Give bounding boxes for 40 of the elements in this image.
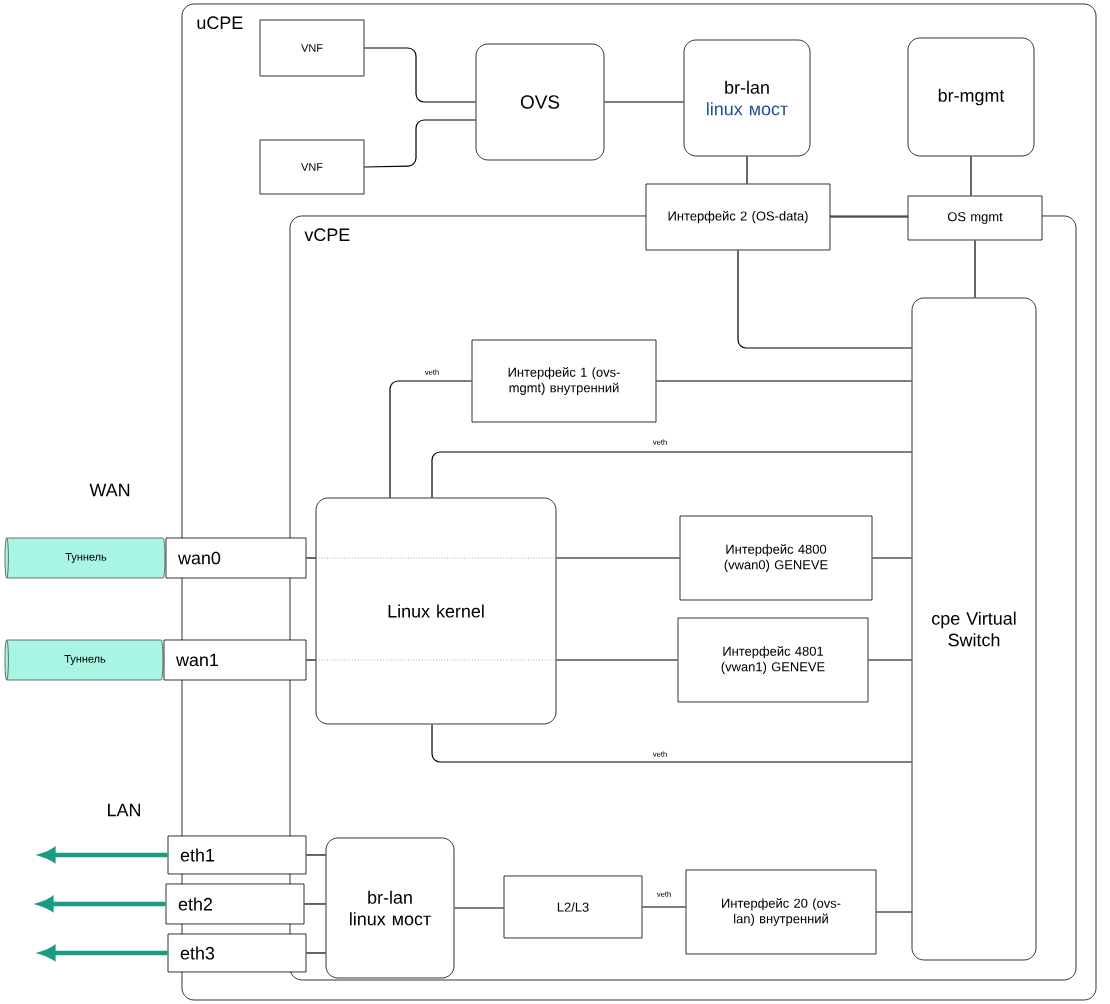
section-label: LAN [108,803,140,817]
port-box: wan1 [163,639,307,681]
port-box: eth3 [167,933,307,973]
connector-line [305,854,327,856]
connector-line [974,239,976,299]
connector-line [363,119,477,168]
connector-line [555,557,681,559]
component-box: cpe Virtual Switch [911,297,1037,961]
connector-line [431,723,913,763]
component-box: br-lan linux мост [683,39,811,157]
connector-line [389,380,473,499]
connector-line [867,659,913,661]
arrow [38,896,166,912]
arrow [40,847,168,863]
connector-line [305,952,327,954]
component-box: OVS [475,43,605,161]
connector-line [431,451,913,499]
connector-line [655,380,913,382]
port-box: eth2 [165,883,305,925]
connector-line [555,659,679,661]
connector-line [363,47,477,103]
connector-line [641,906,687,908]
connector-line [875,911,913,913]
connector-line [737,249,913,349]
connector-line [603,101,685,103]
section-label: WAN [89,483,130,497]
connector-line [970,155,972,197]
connector-line [829,216,909,218]
port-box: eth1 [167,835,307,875]
connector-line [453,907,505,909]
component-box: br-lan linux мост [325,837,455,979]
connector-line [305,659,317,661]
component-box: Linux kernel [315,497,557,725]
component-box: br-mgmt [907,37,1035,157]
port-box: wan0 [165,537,307,579]
connector-line [871,557,913,559]
connector-line [746,155,748,185]
connector-line [303,903,327,905]
connector-line [305,557,317,559]
arrow [40,945,168,961]
